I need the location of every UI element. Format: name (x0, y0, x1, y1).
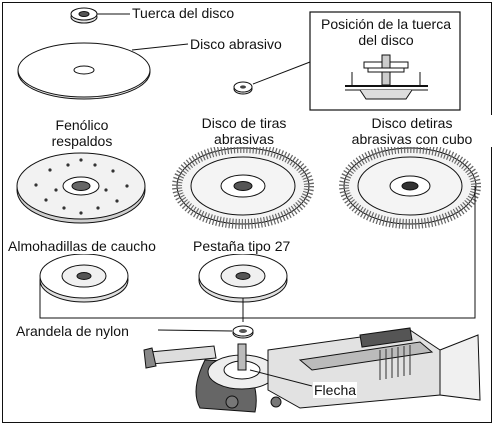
label-arbor: Flecha (313, 382, 358, 398)
leader-abrasive-disc (131, 43, 189, 51)
label-flap-disc-1: Disco de tiras (183, 115, 305, 131)
nut-middle-part (233, 81, 253, 95)
connector-flap-hub (243, 186, 476, 319)
label-phenolic-1: Fenólico (31, 117, 133, 133)
label-disc-nut: Tuerca del disco (131, 5, 236, 21)
disc-nut-part (70, 7, 98, 24)
abrasive-disc-part (17, 42, 151, 100)
label-nut-position-1: Posición de la tuerca (313, 16, 459, 32)
label-flap-hub-1: Disco detiras (332, 115, 492, 131)
nylon-washer-part (232, 325, 254, 339)
label-rubber-pads: Almohadillas de caucho (7, 238, 157, 254)
label-flap-disc-2: abrasivas (183, 131, 305, 147)
type27-flange-part (198, 253, 288, 303)
angle-grinder-drawing (143, 327, 481, 413)
leader-nut-position (252, 61, 311, 85)
label-type27-flange: Pestaña tipo 27 (192, 238, 292, 254)
phenolic-backing-pad-part (16, 152, 146, 224)
label-abrasive-disc: Disco abrasivo (189, 36, 283, 52)
label-phenolic-2: respaldos (31, 133, 133, 149)
label-nylon-washer: Arandela de nylon (15, 323, 130, 339)
flap-disc-hub-part (339, 143, 481, 229)
connector-rubber-pad (39, 280, 243, 319)
flap-disc-part (172, 143, 314, 229)
label-flap-hub-2: abrasivas con cubo (332, 131, 492, 147)
leader-arbor (249, 369, 313, 387)
label-nut-position-2: del disco (313, 32, 459, 48)
leader-nylon-washer (157, 329, 233, 332)
rubber-pad-part (39, 253, 129, 303)
